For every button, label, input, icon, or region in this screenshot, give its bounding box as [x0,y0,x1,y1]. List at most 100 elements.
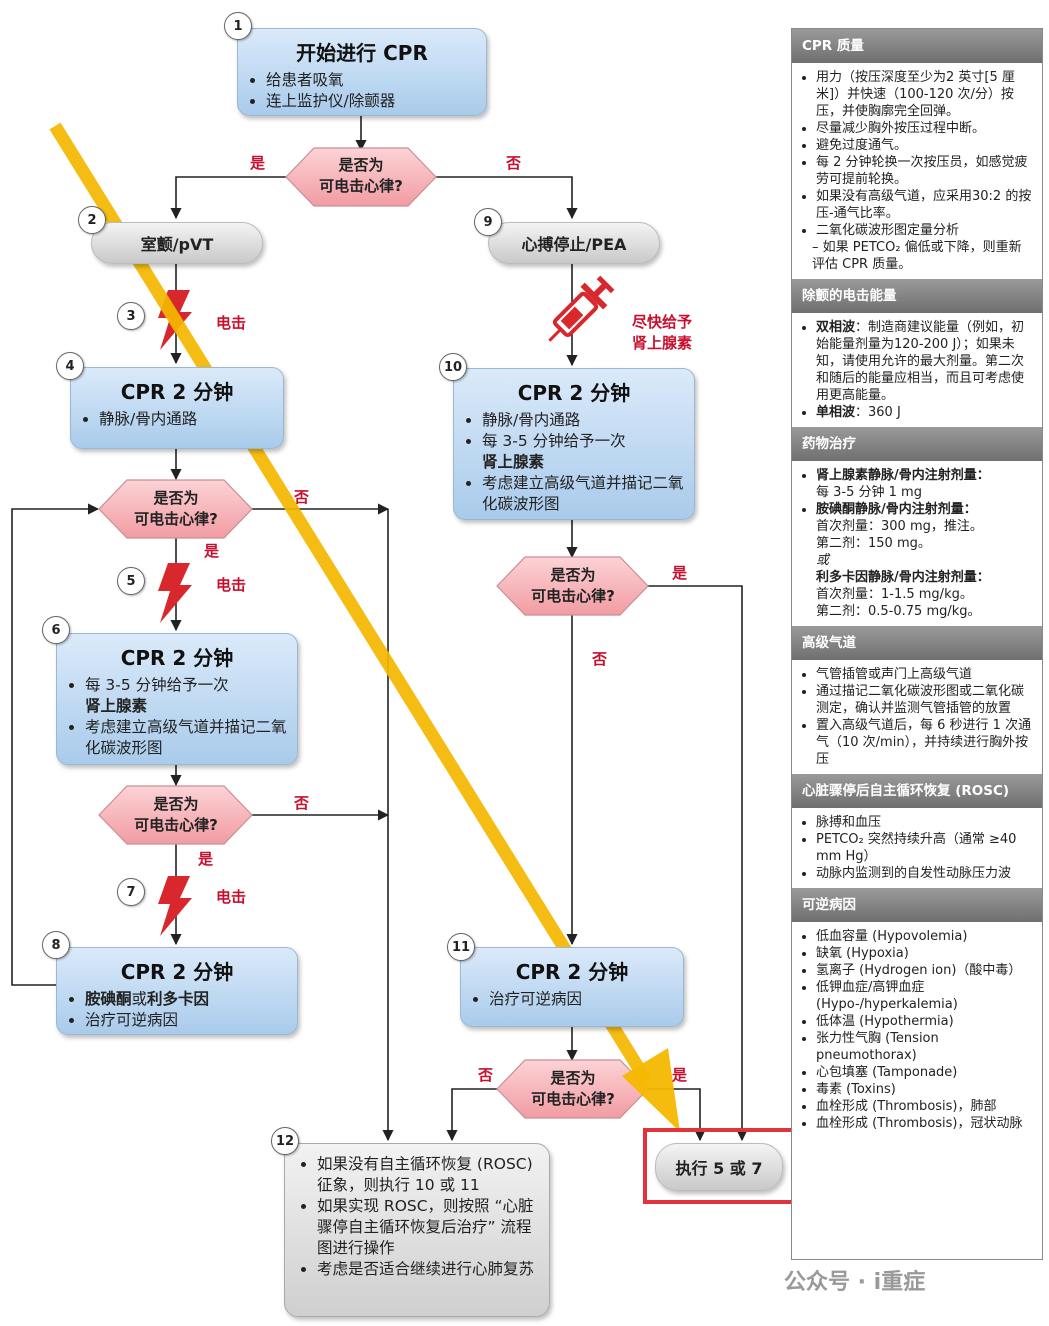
step-item: 如果没有自主循环恢复 (ROSC) 征象，则执行 10 或 11 [317,1154,539,1196]
reference-panel: CPR 质量 用力（按压深度至少为2 英寸[5 厘米]）并快速（100-120 … [791,28,1043,1260]
panel-item: 毒素 (Toxins) [816,1081,1034,1098]
step-number: 11 [447,933,475,961]
panel-item: 血栓形成 (Thrombosis)，肺部 [816,1098,1034,1115]
step-item: 考虑建立高级气道并描记二氧化碳波形图 [85,717,297,759]
yes-label: 是 [250,154,266,172]
epi-label-line: 肾上腺素 [632,334,693,352]
epinephrine-asap-label: 尽快给予 肾上腺素 [632,312,692,354]
biphasic-text: ：制造商建议能量（例如，初始能量剂量为120-200 J）；如果未知，请使用允许… [816,320,1025,403]
section-airway: 气管插管或声门上高级气道 通过描记二氧化碳波形图或二氧化碳测定，确认并监测气管插… [792,660,1042,774]
step-title: 开始进行 CPR [296,41,428,65]
section-title-energy: 除颤的电击能量 [792,279,1042,313]
decision-1: 是否为 可电击心律? [300,155,422,197]
step-title: CPR 2 分钟 [120,380,234,404]
panel-item: 低血容量 (Hypovolemia) [816,928,1034,945]
drug-text: 每 3-5 分钟 1 mg [816,485,922,500]
section-cpr-quality: 用力（按压深度至少为2 英寸[5 厘米]）并快速（100-120 次/分）按压，… [792,63,1042,279]
step-item: 如果实现 ROSC，则按照 “心脏骤停自主循环恢复后治疗” 流程图进行操作 [317,1196,539,1259]
panel-item: 低钾血症/高钾血症 (Hypo-/hyperkalemia) [816,979,1034,1013]
connector-no [446,1088,500,1142]
panel-item: PETCO₂ 突然持续升高（通常 ≥40 mm Hg） [816,831,1034,865]
panel-item: 二氧化碳波形图定量分析 [816,222,1034,239]
decision-shape [496,556,649,616]
monophasic-label: 单相波 [816,405,856,420]
panel-item: 张力性气胸 (Tension pneumothorax) [816,1030,1034,1064]
step-number: 5 [117,567,145,595]
section-rosc: 脉搏和血压 PETCO₂ 突然持续升高（通常 ≥40 mm Hg） 动脉内监测到… [792,808,1042,888]
panel-item: 单相波：360 J [816,404,1034,421]
panel-item: 脉搏和血压 [816,814,1034,831]
step-item: 考虑建立高级气道并描记二氧化碳波形图 [482,473,694,515]
step-item: 静脉/骨内通路 [99,409,283,430]
panel-subitem: – 如果 PETCO₂ 偏低或下降，则重新评估 CPR 质量。 [812,240,1022,272]
decision-line: 可电击心律? [319,177,403,195]
connector-no [434,176,578,220]
step-item-text: 每 3-5 分钟给予一次 [85,676,229,694]
decision-line: 是否为 [153,795,199,813]
step-number: 7 [117,878,145,906]
syringe-icon [548,275,615,342]
panel-item: 置入高级气道后，每 6 秒进行 1 次通气（10 次/min），并持续进行胸外按… [816,717,1034,768]
drug-lidocaine: 利多卡因 [147,990,210,1008]
step-item: 考虑是否适合继续进行心肺复苏 [317,1259,539,1280]
shock-label: 电击 [216,314,247,332]
drug-label: 胺碘酮静脉/骨内注射剂量： [816,502,977,517]
step-title: CPR 2 分钟 [120,960,234,984]
decision-line: 是否为 [550,1069,596,1087]
panel-item: 气管插管或声门上高级气道 [816,666,1034,683]
yes-label: 是 [204,542,220,560]
step-item-drug: 肾上腺素 [482,453,545,471]
yes-label: 是 [672,1066,688,1084]
step-11-cpr: CPR 2 分钟 治疗可逆病因 [460,947,684,1027]
no-label: 否 [592,650,608,668]
step-title: CPR 2 分钟 [515,960,629,984]
decision-2: 是否为 可电击心律? [113,488,239,530]
drug-amiodarone: 胺碘酮 [85,990,132,1008]
step-number: 10 [439,353,467,381]
step-number: 6 [42,616,70,644]
panel-item: 低体温 (Hypothermia) [816,1013,1034,1030]
step-item: 治疗可逆病因 [85,1010,297,1031]
step-item: 治疗可逆病因 [489,989,683,1010]
highlight-frame [643,1128,795,1204]
decision-line: 可电击心律? [134,510,218,528]
step-8-cpr: CPR 2 分钟 胺碘酮或利多卡因 治疗可逆病因 [56,947,298,1035]
step-item: 胺碘酮或利多卡因 [85,989,297,1010]
section-title-causes: 可逆病因 [792,888,1042,922]
step-4-cpr: CPR 2 分钟 静脉/骨内通路 [70,367,284,449]
connector-yes [646,585,748,1142]
panel-item: 缺氧 (Hypoxia) [816,945,1034,962]
section-causes: 低血容量 (Hypovolemia) 缺氧 (Hypoxia) 氢离子 (Hyd… [792,922,1042,1138]
panel-item: 双相波：制造商建议能量（例如，初始能量剂量为120-200 J）；如果未知，请使… [816,319,1034,404]
panel-item: 心包填塞 (Tamponade) [816,1064,1034,1081]
panel-item: 如果没有高级气道，应采用30:2 的按压-通气比率。 [816,188,1034,222]
drug-text: 首次剂量：1-1.5 mg/kg。 [816,587,973,602]
biphasic-label: 双相波 [816,320,856,335]
drug-text: 第二剂：150 mg。 [816,536,931,551]
step-item-drug: 肾上腺素 [85,697,148,715]
step-number: 9 [474,208,502,236]
monophasic-text: ：360 J [855,405,901,420]
panel-item: 血栓形成 (Thrombosis)，冠状动脉 [816,1115,1034,1132]
step-title: CPR 2 分钟 [517,381,631,405]
step-number: 1 [224,12,252,40]
decision-shape [285,147,437,207]
panel-item: 避免过度通气。 [816,137,1034,154]
panel-item: 氢离子 (Hydrogen ion)（酸中毒） [816,962,1034,979]
decision-5: 是否为 可电击心律? [510,1068,636,1110]
decision-line: 可电击心律? [531,587,615,605]
connector-loop [11,503,100,986]
panel-item: 肾上腺素静脉/骨内注射剂量：每 3-5 分钟 1 mg [816,467,1034,501]
lightning-icon [158,563,192,623]
decision-line: 可电击心律? [134,816,218,834]
step-12-outcome: 如果没有自主循环恢复 (ROSC) 征象，则执行 10 或 11 如果实现 RO… [284,1143,550,1317]
step-item: 给患者吸氧 [266,70,486,91]
panel-item: 每 2 分钟轮换一次按压员，如感觉疲劳可提前轮换。 [816,154,1034,188]
section-title-cpr-quality: CPR 质量 [792,29,1042,63]
section-title-rosc: 心脏骤停后自主循环恢复 (ROSC) [792,774,1042,808]
shock-label: 电击 [216,576,247,594]
